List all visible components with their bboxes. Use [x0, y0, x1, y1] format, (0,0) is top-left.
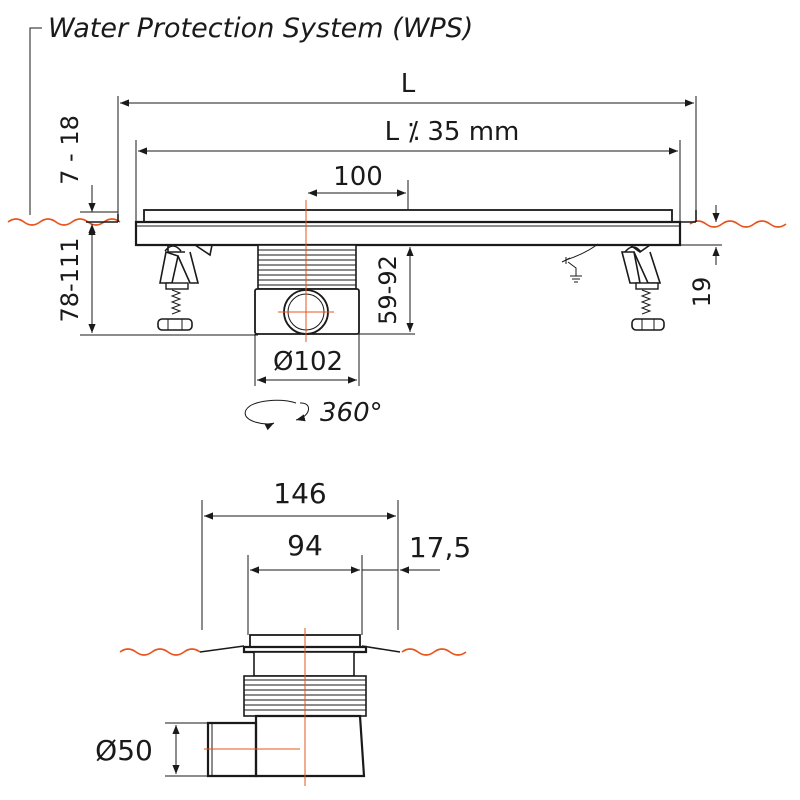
dimension-label-102: Ø102: [273, 347, 343, 377]
cross-section-view: 146 94 17,5 Ø50: [95, 477, 471, 786]
section-outlet: [254, 714, 366, 778]
dimension-label-94: 94: [287, 529, 323, 562]
side-view: L L ⁒ 35 mm 100 7 - 18 78-111 59-92 19 Ø…: [7, 69, 787, 431]
channel-body: [134, 220, 682, 247]
dimension-label-17-5: 17,5: [409, 531, 471, 564]
dimension-label-grate: L ⁒ 35 mm: [385, 117, 520, 147]
drawing-title: Water Protection System (WPS): [48, 13, 473, 44]
floor-line-left-section: [119, 648, 201, 656]
dimension-label-146: 146: [273, 477, 326, 510]
dimension-label-l: L: [401, 69, 416, 99]
rotation-label: 360°: [320, 398, 383, 428]
floor-line-right: [689, 220, 787, 228]
siphon-outlet: [254, 244, 360, 335]
floor-line-right-section: [401, 648, 467, 656]
section-pipe: [206, 721, 258, 778]
dimension-label-19: 19: [688, 277, 716, 308]
earth-ground-icon: [561, 243, 599, 283]
dimension-label-78-111: 78-111: [56, 237, 84, 322]
dimension-label-50: Ø50: [95, 734, 153, 767]
title-group: Water Protection System (WPS): [29, 13, 473, 215]
dimension-label-7-18: 7 - 18: [56, 115, 84, 185]
channel-grate: [143, 209, 673, 223]
rotation-arrow-icon: [244, 399, 309, 431]
dimension-label-100: 100: [333, 162, 383, 192]
leveling-foot-left: [157, 250, 200, 331]
floor-line-left: [7, 218, 121, 226]
leveling-foot-right: [620, 251, 665, 331]
dimension-label-59-92: 59-92: [374, 255, 402, 325]
